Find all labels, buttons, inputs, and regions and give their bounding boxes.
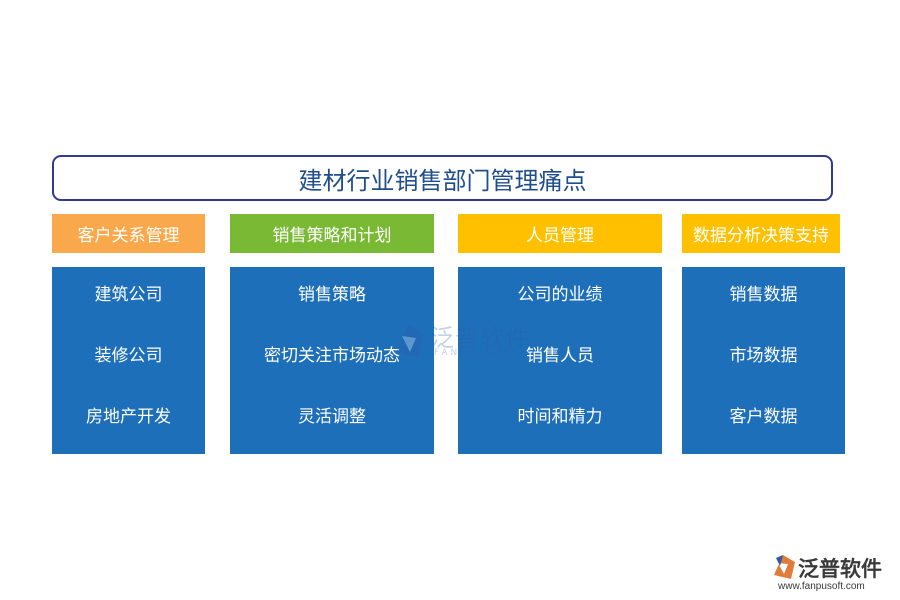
- column-item: 销售策略: [298, 285, 366, 305]
- column-body: 公司的业绩 销售人员 时间和精力: [458, 267, 662, 454]
- fanpu-logo-icon: [396, 325, 424, 358]
- column-item: 客户数据: [729, 407, 798, 427]
- column-data-analysis: 数据分析决策支持 销售数据 市场数据 客户数据: [682, 214, 845, 454]
- column-personnel: 人员管理 公司的业绩 销售人员 时间和精力: [458, 214, 662, 454]
- diagram-title: 建材行业销售部门管理痛点: [52, 155, 833, 201]
- column-item: 时间和精力: [517, 407, 603, 427]
- column-header: 数据分析决策支持: [682, 214, 840, 253]
- brand-logo: 泛普软件 www.fanpusoft.com: [770, 553, 894, 597]
- column-header: 销售策略和计划: [230, 214, 434, 253]
- column-header: 人员管理: [458, 214, 662, 253]
- column-customer-relations: 客户关系管理 建筑公司 装修公司 房地产开发: [52, 214, 205, 454]
- column-item: 密切关注市场动态: [264, 346, 400, 366]
- column-header: 客户关系管理: [52, 214, 205, 253]
- column-item: 销售数据: [729, 285, 798, 305]
- fanpu-logo-icon: [774, 555, 795, 579]
- column-item: 销售人员: [526, 346, 594, 366]
- column-body: 销售策略 密切关注市场动态 灵活调整: [230, 267, 434, 454]
- column-sales-strategy: 销售策略和计划 销售策略 密切关注市场动态 灵活调整: [230, 214, 434, 454]
- column-item: 房地产开发: [86, 407, 171, 427]
- brand-name: 泛普软件: [798, 557, 882, 581]
- column-item: 市场数据: [729, 346, 798, 366]
- column-item: 灵活调整: [298, 407, 366, 427]
- column-item: 建筑公司: [94, 285, 163, 305]
- column-body: 建筑公司 装修公司 房地产开发: [52, 267, 205, 454]
- column-body: 销售数据 市场数据 客户数据: [682, 267, 845, 454]
- column-item: 装修公司: [94, 346, 163, 366]
- watermark-subtext: FANPU SOFT: [434, 348, 520, 358]
- column-item: 公司的业绩: [517, 285, 603, 305]
- watermark: 泛普软件 FANPU SOFT: [388, 318, 548, 368]
- watermark-text: 泛普软件: [430, 324, 530, 352]
- brand-url: www.fanpusoft.com: [778, 581, 865, 592]
